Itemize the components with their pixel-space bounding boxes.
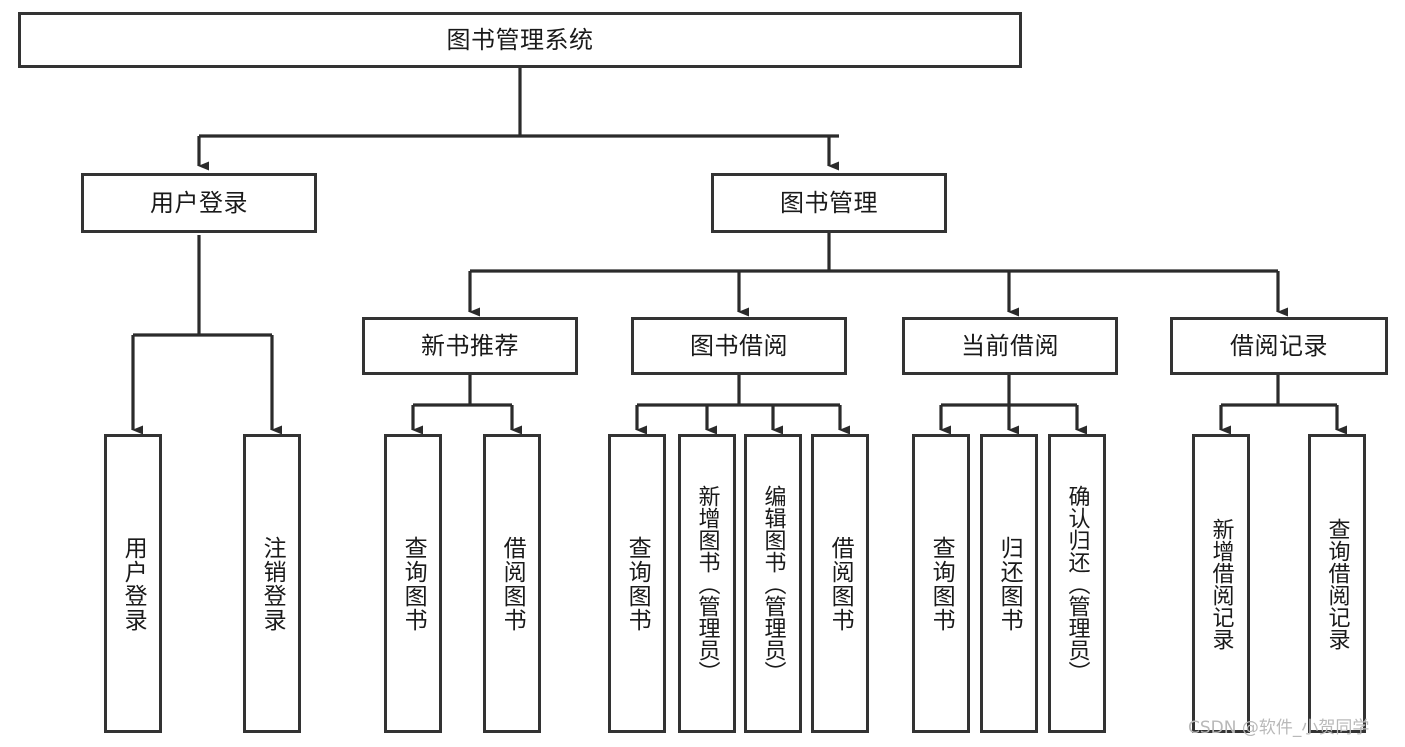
node-label: 新增图书（管理员） (694, 484, 720, 683)
node-label: 查询图书 (624, 535, 651, 632)
leaf-query-book-borrow[interactable]: 查询图书 (608, 434, 666, 733)
node-label: 图书借阅 (690, 331, 788, 360)
leaf-user-login[interactable]: 用户登录 (104, 434, 162, 733)
node-label: 编辑图书（管理员） (760, 484, 786, 683)
leaf-query-borrow-record[interactable]: 查询借阅记录 (1308, 434, 1366, 733)
node-label: 查询借阅记录 (1324, 517, 1350, 650)
node-label: 新书推荐 (421, 331, 519, 360)
node-book-borrow[interactable]: 图书借阅 (631, 317, 847, 375)
leaf-add-book-admin[interactable]: 新增图书（管理员） (678, 434, 736, 733)
leaf-return-book[interactable]: 归还图书 (980, 434, 1038, 733)
node-new-book-recommend[interactable]: 新书推荐 (362, 317, 578, 375)
leaf-borrow-book-newbook[interactable]: 借阅图书 (483, 434, 541, 733)
node-label: 借阅图书 (827, 535, 854, 632)
node-label: 查询图书 (928, 535, 955, 632)
leaf-query-book-current[interactable]: 查询图书 (912, 434, 970, 733)
node-label: 新增借阅记录 (1208, 517, 1234, 650)
node-user-login[interactable]: 用户登录 (81, 173, 317, 233)
node-label: 当前借阅 (961, 331, 1059, 360)
node-label: 注销登录 (259, 535, 286, 632)
node-label: 归还图书 (996, 535, 1023, 632)
leaf-add-borrow-record[interactable]: 新增借阅记录 (1192, 434, 1250, 733)
node-label: 用户登录 (120, 535, 147, 632)
node-label: 借阅记录 (1230, 331, 1328, 360)
node-label: 用户登录 (150, 188, 248, 217)
node-label: 确认归还（管理员） (1064, 484, 1090, 683)
leaf-query-book-newbook[interactable]: 查询图书 (384, 434, 442, 733)
leaf-logout[interactable]: 注销登录 (243, 434, 301, 733)
node-label: 图书管理系统 (446, 25, 594, 54)
node-label: 查询图书 (400, 535, 427, 632)
leaf-borrow-book[interactable]: 借阅图书 (811, 434, 869, 733)
node-label: 借阅图书 (499, 535, 526, 632)
node-label: 图书管理 (780, 188, 878, 217)
node-root-book-management-system[interactable]: 图书管理系统 (18, 12, 1022, 68)
csdn-watermark: CSDN @软件_小贺同学 (1188, 718, 1370, 738)
node-current-borrow[interactable]: 当前借阅 (902, 317, 1118, 375)
node-borrow-record[interactable]: 借阅记录 (1170, 317, 1388, 375)
node-book-management[interactable]: 图书管理 (711, 173, 947, 233)
leaf-confirm-return-admin[interactable]: 确认归还（管理员） (1048, 434, 1106, 733)
leaf-edit-book-admin[interactable]: 编辑图书（管理员） (744, 434, 802, 733)
